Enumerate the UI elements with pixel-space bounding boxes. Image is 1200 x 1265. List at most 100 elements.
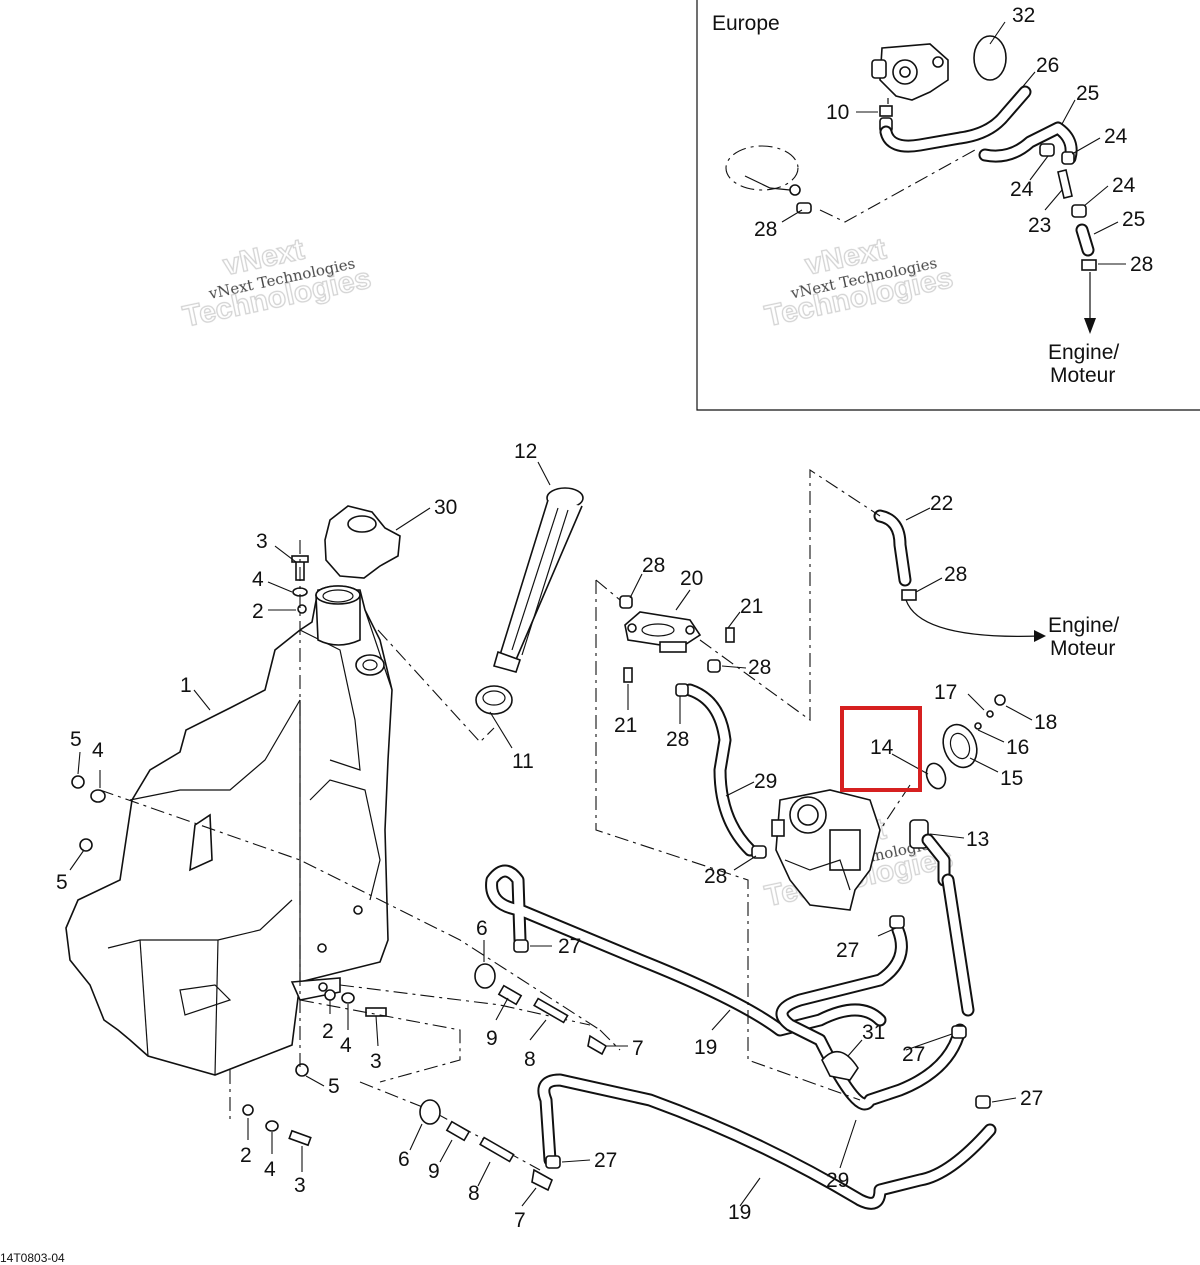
callout-28-d: 28 (944, 563, 967, 586)
valve-set-lower-drawing (419, 1099, 554, 1192)
callout-9-a: 9 (486, 1027, 498, 1050)
callout-4-b: 4 (92, 739, 104, 762)
callout-21-b: 21 (614, 714, 637, 737)
callout-24-b: 24 (1010, 178, 1034, 201)
callout-8-b: 8 (468, 1182, 480, 1205)
hose-22-drawing (873, 509, 917, 601)
callout-25-lower: 25 (1122, 208, 1145, 231)
europe-inset: Europe (696, 0, 1200, 411)
callout-3-mid: 3 (370, 1050, 382, 1073)
filler-cap-30-drawing (324, 505, 401, 579)
callout-1: 1 (180, 674, 192, 697)
carb-assembly-lines (595, 468, 1046, 1101)
tee-23-drawing (1057, 169, 1073, 199)
hose-29-lower-drawing (775, 923, 967, 1111)
clamp-24-b-drawing (1061, 151, 1075, 165)
part-16-drawing (974, 722, 982, 730)
callout-17: 17 (934, 681, 957, 704)
part-18-drawing (994, 694, 1006, 706)
callout-23: 23 (1028, 214, 1051, 237)
callout-32: 32 (1012, 4, 1035, 27)
callout-27-d: 27 (1020, 1087, 1043, 1110)
callout-29-b: 29 (826, 1169, 849, 1192)
callout-4-top: 4 (252, 568, 264, 591)
fuel-valve-drawing (871, 43, 949, 101)
callout-9-b: 9 (428, 1160, 440, 1183)
callouts: 12 30 3 4 2 1 11 28 20 21 28 21 28 22 28… (56, 440, 1057, 1232)
hose-29-upper-drawing (683, 683, 757, 857)
callout-31: 31 (862, 1021, 885, 1044)
callout-15: 15 (1000, 767, 1023, 790)
callout-28-c: 28 (666, 728, 689, 751)
callout-24-c: 24 (1112, 174, 1136, 197)
clamp-32-drawing (973, 35, 1007, 81)
callout-10: 10 (826, 101, 849, 124)
callout-19-a: 19 (694, 1036, 717, 1059)
callout-2-bottom: 2 (240, 1144, 252, 1167)
oring-14-drawing (925, 762, 947, 790)
callout-28-a: 28 (642, 554, 665, 577)
callout-25-upper: 25 (1076, 82, 1099, 105)
callout-3-top: 3 (256, 530, 268, 553)
callout-11: 11 (512, 750, 534, 773)
callout-5-b: 5 (56, 871, 68, 894)
callout-27-a: 27 (558, 935, 581, 958)
clamps-drawing (513, 595, 991, 1169)
hose-25-lower-drawing (1075, 223, 1095, 257)
callout-29-a: 29 (754, 770, 777, 793)
callout-27-c: 27 (902, 1043, 925, 1066)
callout-19-b: 19 (728, 1201, 751, 1224)
callout-20: 20 (680, 567, 703, 590)
fitting-13-drawing (909, 819, 975, 1017)
callout-24-a: 24 (1104, 125, 1128, 148)
fuel-tank-drawing (65, 585, 393, 1076)
destination-line2: Moteur (1050, 637, 1115, 660)
callout-7-b: 7 (514, 1209, 526, 1232)
regulator-15-drawing (942, 723, 978, 769)
callout-7-a: 7 (632, 1037, 644, 1060)
callout-18: 18 (1034, 711, 1057, 734)
callout-5-c: 5 (328, 1075, 340, 1098)
callout-12: 12 (514, 440, 537, 463)
callout-22: 22 (930, 492, 953, 515)
callout-8-a: 8 (524, 1048, 536, 1071)
callout-30: 30 (434, 496, 457, 519)
callout-5-a: 5 (70, 728, 82, 751)
part-17-drawing (986, 710, 994, 718)
carburetor-drawing (771, 789, 881, 911)
callout-4-mid: 4 (340, 1034, 352, 1057)
hose-19-lower-drawing (537, 1073, 997, 1210)
callout-28-b: 28 (748, 656, 771, 679)
callout-2-top: 2 (252, 600, 264, 623)
clamp-24-c-drawing (1071, 204, 1087, 218)
hose-25-upper-drawing (978, 121, 1078, 165)
callout-3-bottom: 3 (294, 1174, 306, 1197)
callout-4-bottom: 4 (264, 1158, 276, 1181)
callout-2-mid: 2 (322, 1020, 334, 1043)
callout-27-b: 27 (836, 939, 859, 962)
hose-26-drawing (879, 85, 1032, 153)
leader-lines (69, 461, 1033, 1207)
clamp-24-a-drawing (1039, 143, 1055, 157)
callout-6-a: 6 (476, 917, 488, 940)
bracket-20-drawing (624, 611, 702, 653)
inset-destination-line1: Engine/ (1048, 341, 1119, 364)
callout-13: 13 (966, 828, 989, 851)
highlight-box-part-14 (840, 706, 922, 792)
callout-27-e: 27 (594, 1149, 617, 1172)
valve-set-upper-drawing (474, 963, 608, 1056)
callout-21-a: 21 (740, 595, 763, 618)
callout-28-inset-a: 28 (754, 218, 777, 241)
tank-left-fasteners-drawing (71, 775, 106, 852)
inset-destination-line2: Moteur (1050, 364, 1115, 387)
fuel-gauge-12-drawing (475, 487, 584, 715)
inset-title: Europe (712, 12, 780, 35)
destination-line1: Engine/ (1048, 614, 1119, 637)
callout-6-b: 6 (398, 1148, 410, 1171)
callout-26: 26 (1036, 54, 1059, 77)
fitting-28-inset-drawing (1081, 259, 1097, 271)
hose-19-upper-drawing (485, 864, 887, 1037)
inset-frame (696, 0, 1200, 411)
callout-28-inset-b: 28 (1130, 253, 1153, 276)
